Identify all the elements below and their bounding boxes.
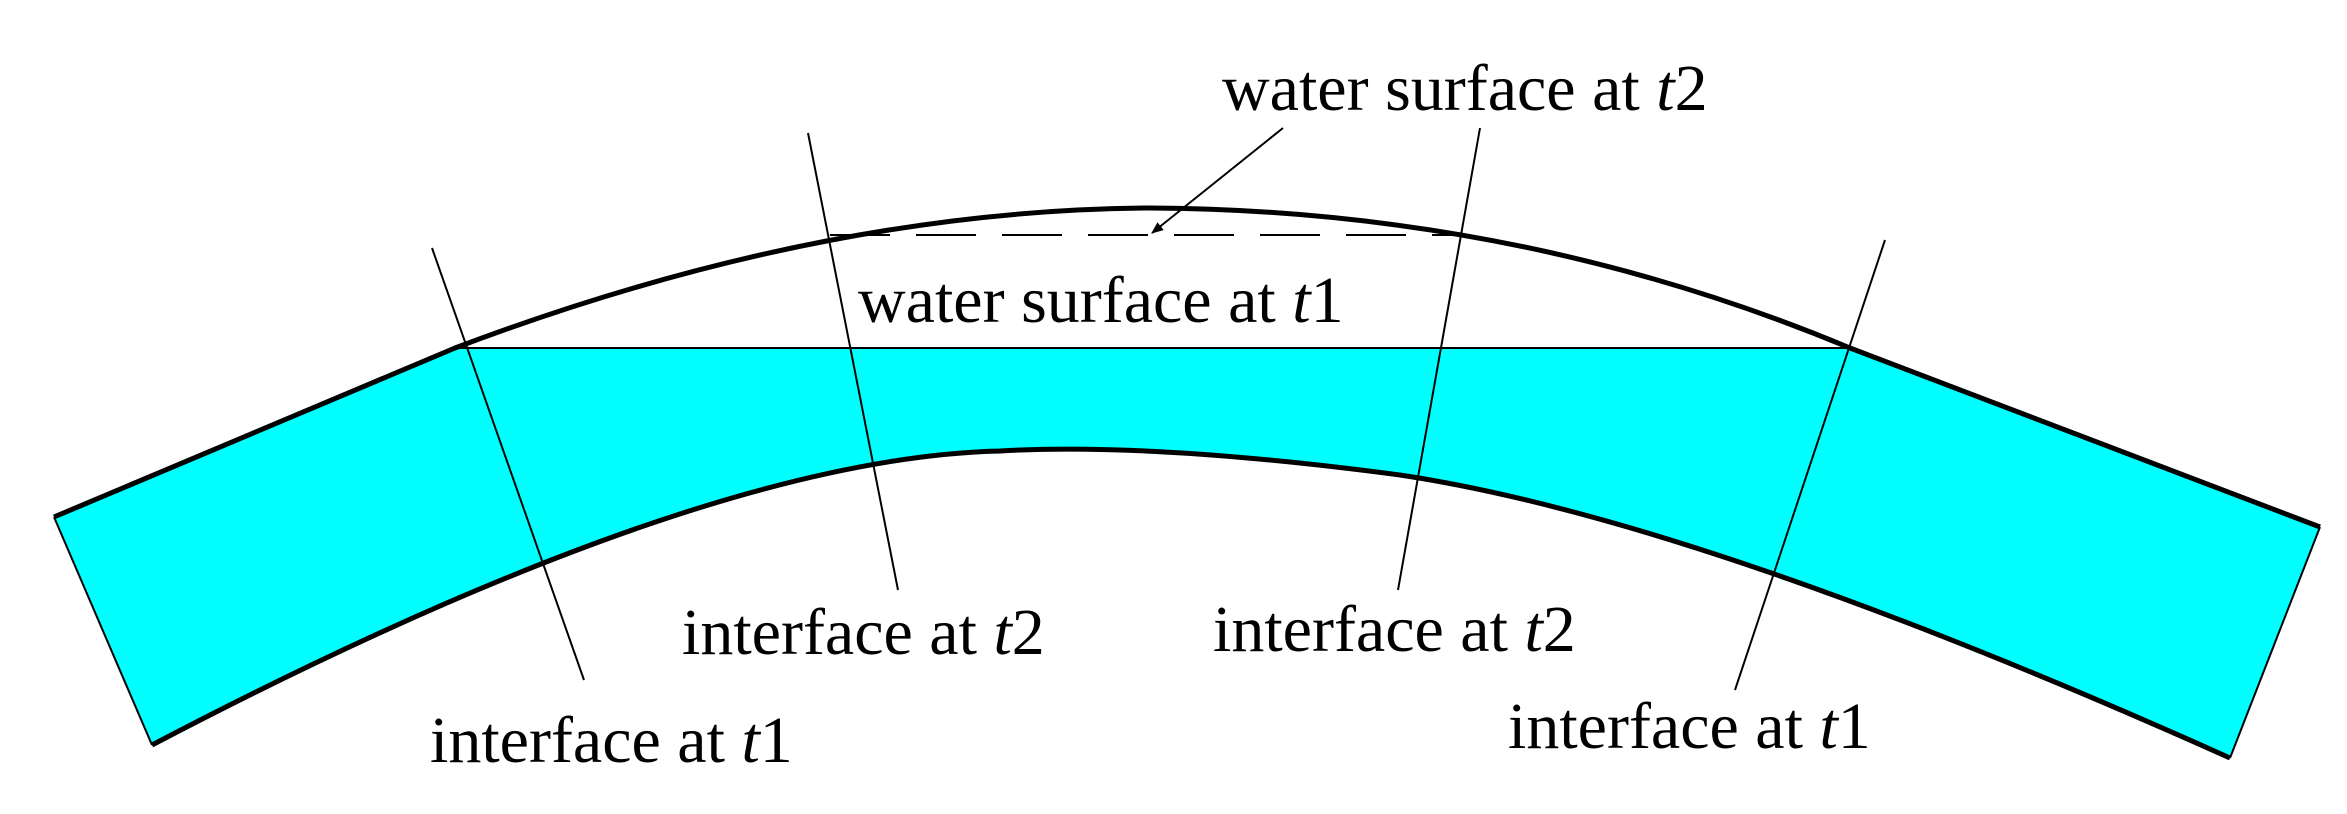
label-water-surface-t2: water surface at t2: [1222, 52, 1708, 125]
water-surface-t2-leader: [1151, 127, 1284, 234]
interface-t1-right-line: [1734, 239, 1886, 691]
pipe-left-end: [53, 516, 153, 746]
label-interface-t1-left: interface at t1: [430, 704, 793, 777]
water-fill: [54, 348, 2320, 758]
label-water-surface-t1: water surface at t1: [858, 264, 1344, 337]
pipe-right-end: [2229, 526, 2321, 759]
interface-t1-left-line: [431, 247, 585, 681]
label-interface-t2-left: interface at t2: [682, 596, 1045, 669]
pipe-top-wall: [53, 205, 2321, 530]
pipe-bottom-wall: [150, 446, 2232, 761]
label-interface-t2-right: interface at t2: [1213, 593, 1576, 666]
interface-t2-right-line: [1397, 127, 1481, 591]
interface-t2-left-line: [807, 132, 899, 591]
label-interface-t1-right: interface at t1: [1508, 690, 1871, 763]
